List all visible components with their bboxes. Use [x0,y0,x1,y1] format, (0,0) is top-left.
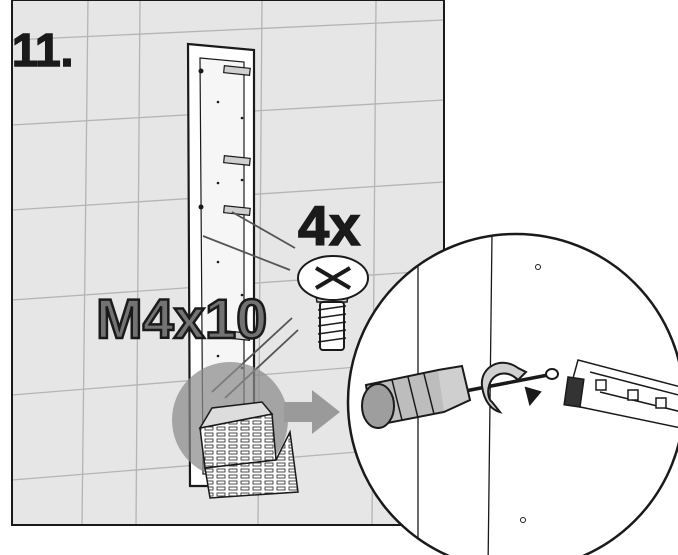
mounting-rail [563,359,678,433]
basket [198,401,299,499]
quantity-label: 4x [298,194,360,257]
mounting-clip [222,64,251,341]
screw-icon [297,255,369,351]
screw-size-label: M4x10 [96,287,267,350]
detail-zoom [346,232,678,555]
screwdriver-icon [361,364,559,429]
zoom-arrow-icon [284,390,340,434]
rotation-arrow-icon [480,361,542,414]
step-number: 11. [12,24,73,76]
